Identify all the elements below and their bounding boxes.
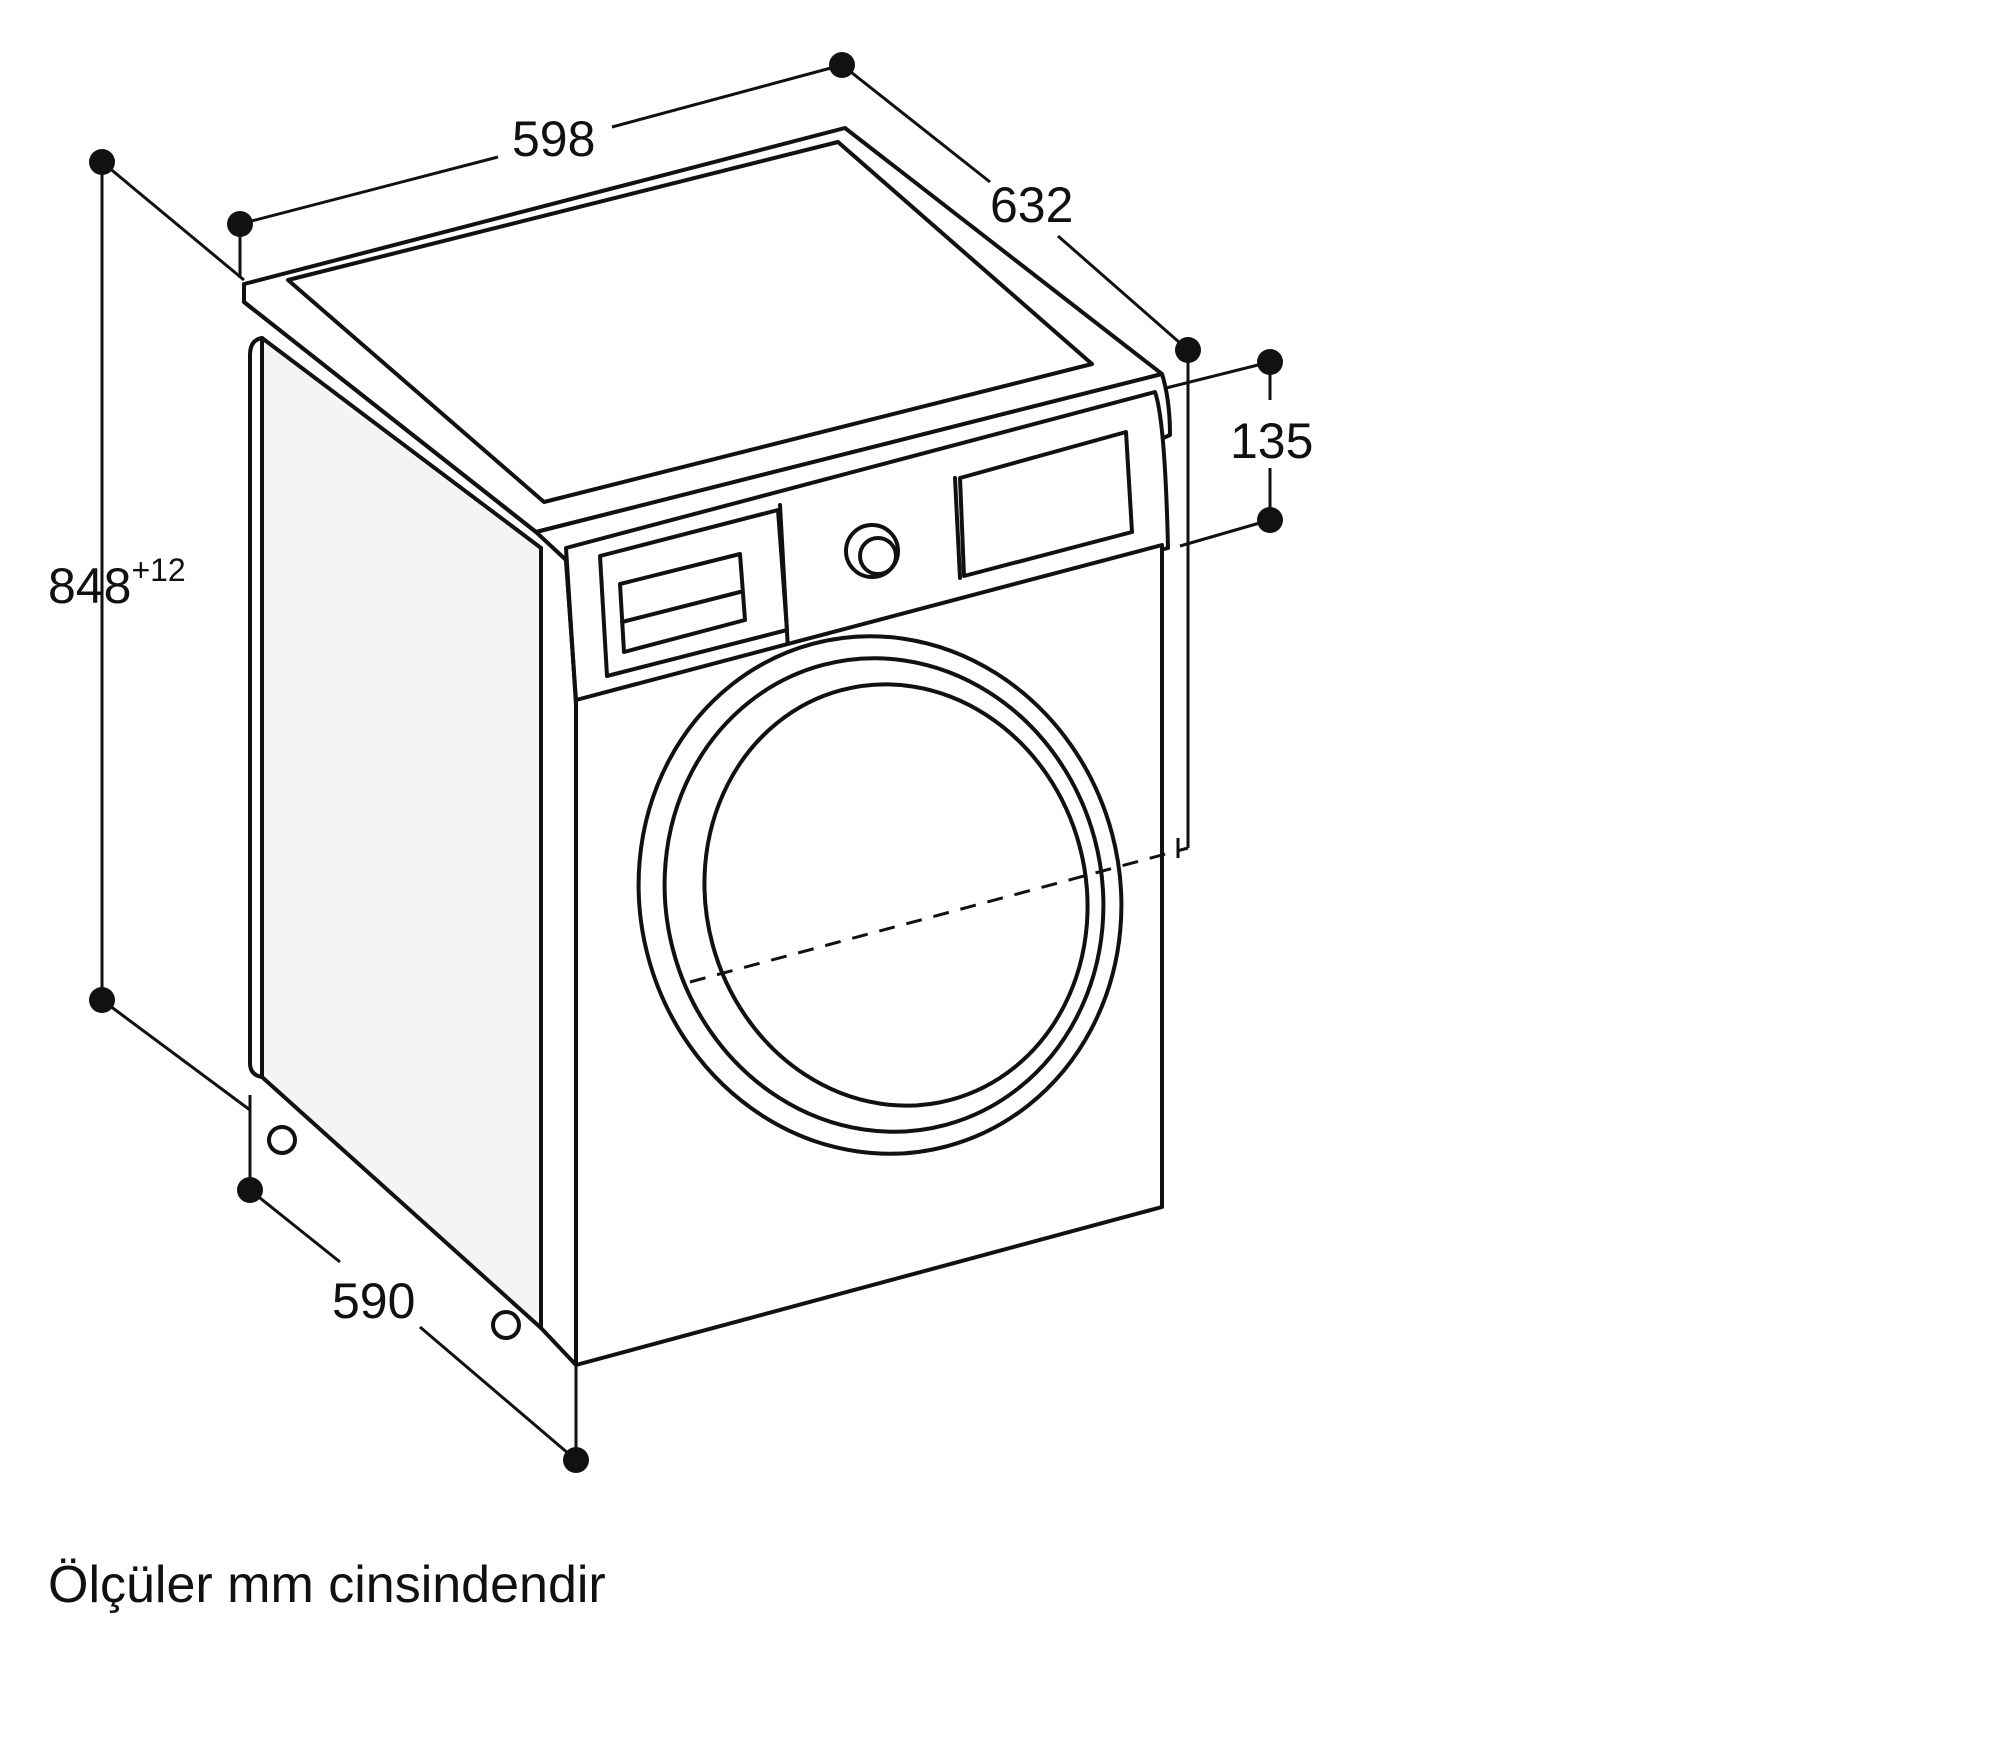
dot-height-top bbox=[89, 149, 115, 175]
depth-dimension-line-top bbox=[841, 63, 991, 184]
drawer-handle bbox=[618, 552, 747, 654]
foot-front bbox=[491, 1310, 521, 1340]
foot-rear bbox=[267, 1125, 297, 1155]
panel-height-label: 135 bbox=[1230, 413, 1313, 469]
top-slab-front-edge bbox=[242, 300, 538, 534]
door-middle-ring bbox=[662, 656, 1106, 1134]
front-body-corner bbox=[564, 558, 578, 702]
dot-height-bottom bbox=[89, 987, 115, 1013]
dot-base-right bbox=[563, 1447, 589, 1473]
door-glass bbox=[702, 682, 1090, 1108]
panel-extension-top bbox=[1165, 360, 1271, 390]
depth-dimension-line-bottom bbox=[1057, 234, 1189, 352]
drawer-divider bbox=[778, 503, 790, 652]
units-caption: Ölçüler mm cinsindendir bbox=[48, 1556, 606, 1614]
dot-width-right bbox=[829, 52, 855, 78]
selector-dial-inner bbox=[858, 536, 898, 576]
height-extension-bottom bbox=[101, 998, 251, 1112]
width-dimension-line-right bbox=[611, 63, 843, 129]
panel-extension-bottom bbox=[1179, 518, 1271, 548]
height-tolerance: +12 bbox=[131, 552, 185, 588]
front-body bbox=[574, 543, 1164, 1367]
base-dimension-line-left bbox=[249, 1188, 341, 1264]
appliance-outline bbox=[242, 126, 1172, 1367]
depth-label: 632 bbox=[990, 177, 1073, 233]
drum-axis-dashed bbox=[689, 846, 1189, 984]
height-extension-top bbox=[101, 160, 245, 282]
height-label: 848+12 bbox=[48, 552, 186, 614]
dot-depth-bottom bbox=[1175, 337, 1201, 363]
display-divider bbox=[953, 476, 962, 580]
height-value: 848 bbox=[48, 558, 131, 614]
width-dimension-line-left bbox=[239, 155, 499, 226]
base-depth-label: 590 bbox=[332, 1273, 415, 1329]
dimension-lines bbox=[100, 63, 1272, 1462]
base-dimension-line-right bbox=[419, 1325, 577, 1462]
door-outer-ring bbox=[636, 634, 1124, 1156]
dot-panel-bottom bbox=[1257, 507, 1283, 533]
dot-width-left bbox=[227, 211, 253, 237]
dot-panel-top bbox=[1257, 349, 1283, 375]
display-window bbox=[958, 430, 1134, 578]
selector-dial bbox=[844, 523, 900, 579]
dot-base-left bbox=[237, 1177, 263, 1203]
dimension-dots bbox=[89, 52, 1283, 1473]
width-label: 598 bbox=[512, 111, 595, 167]
front-body-bottom-edge bbox=[539, 1326, 578, 1367]
side-panel-rim bbox=[248, 336, 264, 1079]
top-inset bbox=[286, 140, 1094, 504]
drawer-handle-line bbox=[620, 590, 742, 624]
